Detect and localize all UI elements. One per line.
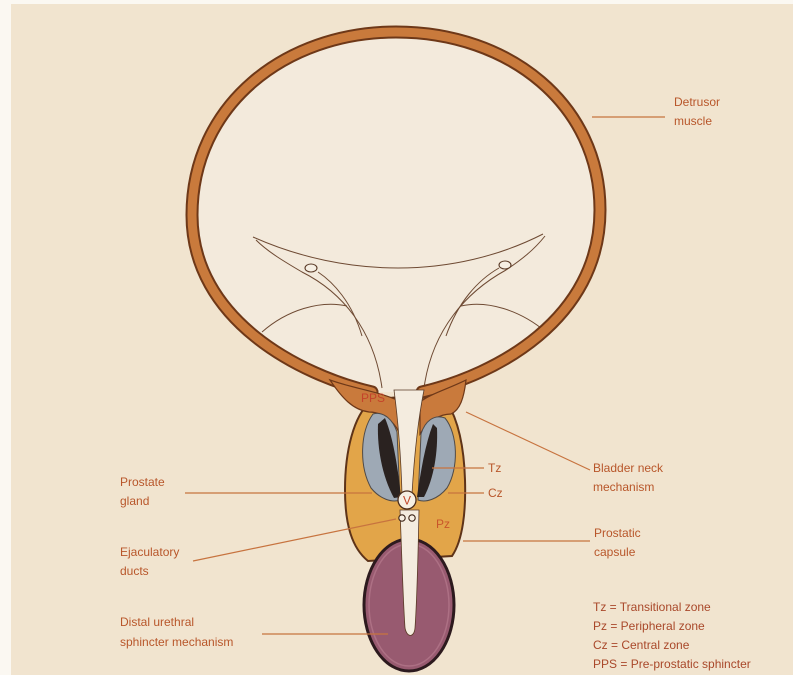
label-prostate-gland-line2: gland (120, 494, 149, 508)
ejaculatory-duct-left (399, 515, 405, 521)
legend-item: PPS = Pre-prostatic sphincter (593, 657, 751, 671)
label-detrusor-line1: Detrusor (674, 95, 720, 109)
ureteric-orifice-right (499, 261, 511, 269)
label-distal-sphincter-line2: sphincter mechanism (120, 635, 233, 649)
label-prostatic-capsule-line1: Prostatic (594, 526, 641, 540)
scan-margin-left (0, 0, 11, 675)
label-bladder-neck-line2: mechanism (593, 480, 654, 494)
cz-mark: Cz (488, 486, 503, 500)
verumontanum-mark: V (403, 494, 411, 508)
scan-margin-top (0, 0, 793, 4)
legend-item: Tz = Transitional zone (593, 600, 711, 614)
tz-mark: Tz (488, 461, 501, 475)
ejaculatory-duct-right (409, 515, 415, 521)
label-distal-sphincter-line1: Distal urethral (120, 615, 194, 629)
label-detrusor-line2: muscle (674, 114, 712, 128)
label-bladder-neck-line1: Bladder neck (593, 461, 664, 475)
pps-mark: PPS (361, 391, 385, 405)
ureteric-orifice-left (305, 264, 317, 272)
legend-item: Cz = Central zone (593, 638, 690, 652)
pz-mark: Pz (436, 517, 450, 531)
label-prostate-gland-line1: Prostate (120, 475, 165, 489)
label-prostatic-capsule-line2: capsule (594, 545, 636, 559)
legend-item: Pz = Peripheral zone (593, 619, 705, 633)
label-ejaculatory-ducts-line1: Ejaculatory (120, 545, 179, 559)
label-ejaculatory-ducts-line2: ducts (120, 564, 149, 578)
